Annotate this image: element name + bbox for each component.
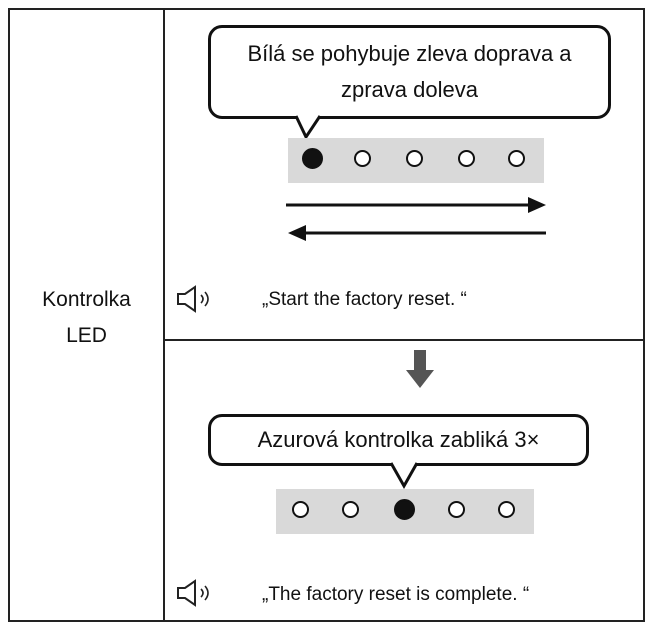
led-step2-3 bbox=[394, 499, 415, 520]
led-step1-5 bbox=[508, 150, 525, 167]
led-step1-3 bbox=[406, 150, 423, 167]
led-step2-1 bbox=[292, 501, 309, 518]
column-divider bbox=[163, 10, 165, 620]
instruction-table: Kontrolka LED bbox=[8, 8, 645, 622]
speech-bubble-step1: Bílá se pohybuje zleva doprava a zprava … bbox=[208, 25, 611, 119]
arrow-left-icon bbox=[288, 225, 546, 241]
voice-prompt-step2: „The factory reset is complete. “ bbox=[262, 584, 530, 605]
led-step1-1 bbox=[302, 148, 323, 169]
led-step1-4 bbox=[458, 150, 475, 167]
bubble-step1-line1: Bílá se pohybuje zleva doprava a bbox=[247, 41, 572, 66]
row-divider bbox=[163, 339, 643, 341]
led-strip-step1 bbox=[288, 138, 544, 183]
led-strip-step2 bbox=[276, 489, 534, 534]
led-step2-5 bbox=[498, 501, 515, 518]
led-step2-2 bbox=[342, 501, 359, 518]
arrow-right-icon bbox=[286, 197, 546, 213]
speech-bubble-step2: Azurová kontrolka zabliká 3× bbox=[208, 414, 589, 466]
row-label: Kontrolka LED bbox=[10, 282, 163, 354]
speaker-icon bbox=[175, 284, 231, 314]
row-label-line1: Kontrolka bbox=[42, 288, 131, 311]
row-label-line2: LED bbox=[66, 324, 107, 347]
direction-arrows bbox=[286, 197, 546, 241]
bubble-step1-line2: zprava doleva bbox=[341, 77, 478, 102]
voice-prompt-step1: „Start the factory reset. “ bbox=[262, 289, 467, 310]
bubble-pointer-step1 bbox=[294, 115, 322, 141]
speaker-icon bbox=[175, 578, 231, 608]
arrow-down-icon bbox=[406, 350, 434, 388]
led-step1-2 bbox=[354, 150, 371, 167]
led-step2-4 bbox=[448, 501, 465, 518]
bubble-pointer-step2 bbox=[389, 462, 419, 490]
